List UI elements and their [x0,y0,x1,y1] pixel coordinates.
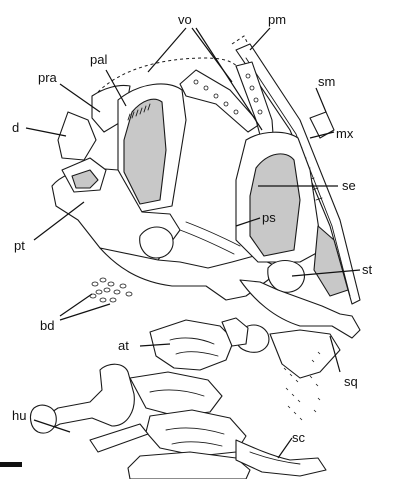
left-skull-lines [180,222,240,254]
label-mx: mx [336,126,354,141]
label-sc: sc [292,430,306,445]
bone-denticles [90,278,132,302]
label-d: d [12,120,19,135]
vertebra-3 [146,410,246,456]
label-sm: sm [318,74,335,89]
leader-sm [316,88,326,112]
leader-pm [250,28,270,50]
leader-bd-2 [60,304,110,320]
scale-bar [0,462,22,467]
septomaxilla-bone [310,112,334,138]
label-bd: bd [40,318,54,333]
left-condyle [140,227,173,258]
label-st: st [362,262,373,277]
lower-vertebra [128,452,250,479]
label-sq: sq [344,374,358,389]
label-pm: pm [268,12,286,27]
rib-left [90,424,148,452]
label-vo: vo [178,12,192,27]
humerus-head [31,405,57,433]
label-at: at [118,338,129,353]
leader-sc [278,438,292,458]
leader-vo-1 [148,28,186,72]
parasphenoid-shaded-area [250,154,300,256]
leader-bd-1 [60,294,92,316]
vertebra-2 [130,372,222,416]
posterior-braincase [270,330,340,378]
leader-d [26,128,66,136]
right-skull-bones [236,44,360,420]
label-pt: pt [14,238,25,253]
label-hu: hu [12,408,26,423]
label-pal: pal [90,52,107,67]
label-ps: ps [262,210,276,225]
label-pra: pra [38,70,58,85]
label-se: se [342,178,356,193]
